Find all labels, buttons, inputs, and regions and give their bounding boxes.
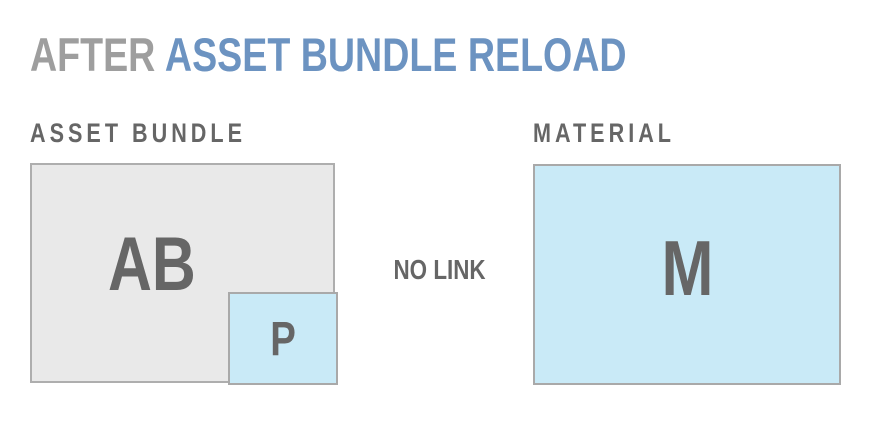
asset-bundle-label-text: ASSET BUNDLE [30, 118, 247, 148]
asset-bundle-letter: AB [108, 222, 196, 307]
title-prefix: AFTER [30, 28, 156, 81]
title-highlight: ASSET BUNDLE RELOAD [164, 28, 627, 81]
material-label: MATERIAL [533, 118, 710, 149]
asset-bundle-box: AB [30, 163, 335, 383]
material-label-text: MATERIAL [533, 118, 675, 148]
link-status-label: NO LINK [393, 254, 487, 285]
asset-bundle-letter-area: AB [32, 165, 272, 381]
asset-bundle-label: ASSET BUNDLE [30, 118, 300, 149]
prefab-box: P [228, 292, 338, 385]
material-box: M [533, 164, 841, 385]
link-status-area: NO LINK [335, 163, 545, 383]
prefab-letter: P [270, 313, 296, 366]
material-letter: M [660, 224, 713, 312]
